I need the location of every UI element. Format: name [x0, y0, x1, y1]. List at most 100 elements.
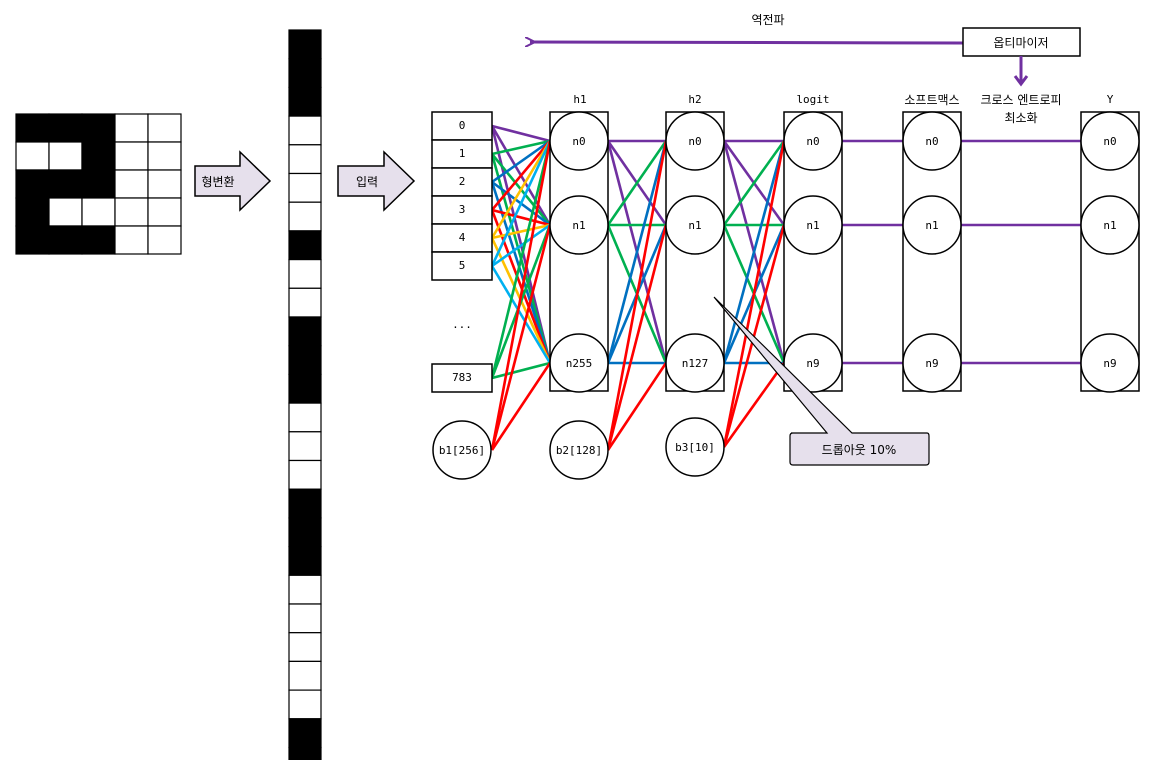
- h2-node-label: n0: [688, 135, 701, 148]
- vector-cell: [288, 517, 322, 548]
- bias2-label: b2[128]: [556, 444, 602, 457]
- bias-nodes: b1[256] b2[128] b3[10]: [432, 417, 725, 480]
- bias1-connection: [490, 140, 552, 451]
- h2-node: [665, 111, 725, 171]
- y-node-label: n9: [1103, 357, 1116, 370]
- pixel-cell: [48, 169, 83, 199]
- softmax-node: [902, 111, 962, 171]
- softmax-node-label: n0: [925, 135, 938, 148]
- h2-title: h2: [688, 93, 701, 106]
- pixel-cell: [15, 197, 50, 227]
- pixel-cell: [15, 225, 50, 255]
- input-h1-connection: [490, 140, 552, 267]
- y-node-label: n1: [1103, 219, 1116, 232]
- pixel-cell: [48, 113, 83, 143]
- logit-node: [783, 333, 843, 393]
- h1-h2-connection: [606, 140, 668, 226]
- input-ellipsis: ...: [452, 318, 472, 331]
- bias2-node: [549, 420, 609, 480]
- pixel-cell: [114, 169, 149, 199]
- pixel-cell: [147, 169, 182, 199]
- vector-cell: [288, 316, 322, 347]
- bias3-connection: [722, 140, 786, 448]
- dropout-label: 드롭아웃 10%: [822, 443, 897, 457]
- bias3-node: [665, 417, 725, 477]
- pixel-cell: [114, 141, 149, 171]
- logit-node-label: n9: [806, 357, 819, 370]
- y-node: [1080, 195, 1140, 255]
- logit-title: logit: [796, 93, 829, 106]
- connections: [490, 124, 1081, 451]
- pixel-cell: [48, 141, 83, 171]
- pixel-cell: [147, 225, 182, 255]
- input-h1-connection: [491, 208, 551, 227]
- vector-cell: [288, 29, 322, 60]
- vector-cell: [288, 545, 322, 576]
- reshape-arrow: 형변환: [194, 150, 272, 212]
- input-h1-connection: [491, 124, 551, 143]
- pixel-cell: [15, 113, 50, 143]
- h2-logit-connection: [722, 140, 786, 226]
- vector-cell: [288, 574, 322, 605]
- softmax-node: [902, 195, 962, 255]
- vector-cell: [288, 632, 322, 663]
- input-node-label: 783: [452, 371, 472, 384]
- vector-cell: [288, 746, 322, 760]
- input-h1-connection: [491, 139, 551, 156]
- y-node-label: n0: [1103, 135, 1116, 148]
- pixel-cell: [147, 113, 182, 143]
- minimize-label: 최소화: [1004, 111, 1037, 125]
- bias3-connection: [722, 362, 786, 448]
- bias2-connection: [606, 224, 668, 451]
- h1-h2-connection: [606, 140, 668, 364]
- h2-node: [665, 195, 725, 255]
- logit-node: [783, 111, 843, 171]
- optimizer-block: 역전파 옵티마이저: [530, 13, 1081, 87]
- pixel-cell: [15, 141, 50, 171]
- h2-logit-connection: [722, 140, 786, 364]
- input-h1-connection: [490, 265, 552, 364]
- vector-cell: [288, 86, 322, 117]
- pixel-cell: [114, 197, 149, 227]
- y-node: [1080, 111, 1140, 171]
- softmax-node-label: n1: [925, 219, 938, 232]
- input-h1-connection: [491, 140, 551, 211]
- input-h1-connection: [491, 139, 551, 184]
- input-h1-connection: [491, 223, 551, 268]
- input-node: [431, 363, 493, 393]
- cross-entropy-label: 크로스 엔트로피: [980, 93, 1061, 107]
- pixel-cell: [81, 113, 116, 143]
- input-h1-connection: [490, 140, 552, 239]
- pixel-cell: [48, 197, 83, 227]
- vector-cell: [288, 287, 322, 318]
- h1-node: [549, 333, 609, 393]
- vector-cell: [288, 660, 322, 691]
- h2-node-label: n1: [688, 219, 701, 232]
- pixel-cell: [81, 197, 116, 227]
- pixel-cell: [15, 169, 50, 199]
- bias2-connection: [606, 362, 668, 451]
- h1-node: [549, 195, 609, 255]
- input-node-label: 2: [459, 175, 466, 188]
- vector-cell: [288, 58, 322, 89]
- vector-cell: [288, 459, 322, 490]
- pixel-cell: [147, 141, 182, 171]
- h1-node: [549, 111, 609, 171]
- input-node-label: 1: [459, 147, 466, 160]
- vector-cell: [288, 259, 322, 289]
- logit-node-label: n0: [806, 135, 819, 148]
- input-h1-connection: [490, 140, 552, 379]
- input-node-label: 5: [459, 259, 466, 272]
- input-image-grid: [15, 113, 182, 255]
- pixel-cell: [48, 225, 83, 255]
- h2-node-label: n127: [682, 357, 709, 370]
- softmax-node-label: n9: [925, 357, 938, 370]
- vector-cell: [288, 345, 322, 376]
- input-node: [431, 251, 493, 281]
- vector-cell: [288, 689, 322, 720]
- pixel-cell: [114, 225, 149, 255]
- h1-node-label: n0: [572, 135, 585, 148]
- h1-node-label: n255: [566, 357, 593, 370]
- bias3-label: b3[10]: [675, 441, 715, 454]
